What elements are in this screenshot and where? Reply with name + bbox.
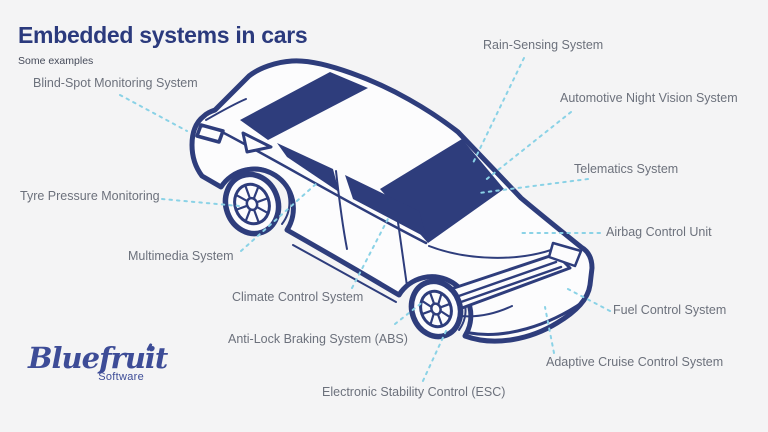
side-window-front — [345, 175, 427, 238]
leader-blind-spot — [119, 94, 188, 132]
label-rain-sensing: Rain-Sensing System — [483, 38, 604, 52]
bluefruit-logo: Bluefruit Software — [28, 342, 168, 383]
label-climate-control: Climate Control System — [232, 290, 364, 304]
door-seam-rear — [335, 170, 348, 250]
side-window-rear — [277, 143, 339, 192]
front-wheel-spokes — [421, 291, 451, 327]
label-tyre-pressure: Tyre Pressure Monitoring — [20, 189, 160, 203]
label-airbag-control: Airbag Control Unit — [606, 225, 712, 239]
page-title: Embedded systems in cars — [18, 22, 308, 48]
logo-brand-text: Bluefruit — [28, 342, 168, 373]
front-wheel — [408, 278, 464, 340]
rear-window — [240, 72, 368, 140]
leader-climate — [351, 214, 391, 289]
leader-fuel — [565, 287, 611, 312]
label-multimedia: Multimedia System — [128, 249, 234, 263]
sill-line — [292, 244, 397, 303]
rear-wheel — [222, 171, 282, 237]
label-electronic-stability: Electronic Stability Control (ESC) — [322, 385, 506, 399]
leader-rain-sensing — [471, 57, 525, 166]
trunk-crease — [205, 98, 247, 121]
leader-esc — [421, 330, 447, 384]
hood-crease — [428, 245, 552, 259]
logo-brand-word: Bluefruit — [28, 341, 168, 375]
leader-multimedia — [240, 182, 318, 252]
beltline — [220, 130, 428, 245]
headlight — [547, 241, 583, 268]
label-anti-lock-braking: Anti-Lock Braking System (ABS) — [228, 332, 408, 346]
leader-tyre-pressure — [161, 198, 240, 207]
rear-wheel-spokes — [235, 185, 269, 223]
label-blind-spot-monitoring: Blind-Spot Monitoring System — [33, 76, 198, 90]
grille-slat — [459, 265, 563, 304]
leader-adaptive-cruise — [544, 306, 555, 354]
leader-telematics — [478, 178, 589, 194]
page-subtitle: Some examples — [18, 55, 94, 67]
header: Embedded systems in cars Some examples — [18, 22, 308, 67]
grille-slat — [454, 260, 558, 299]
bumper-lip — [468, 300, 585, 336]
quarter-window — [241, 131, 273, 154]
label-adaptive-cruise: Adaptive Cruise Control System — [546, 355, 724, 369]
label-night-vision: Automotive Night Vision System — [560, 91, 738, 105]
leader-abs — [394, 300, 425, 325]
label-fuel-control: Fuel Control System — [613, 303, 727, 317]
label-telematics: Telematics System — [574, 162, 679, 176]
rear-wheel-arch — [226, 166, 291, 225]
logo-sub-text: Software — [98, 371, 144, 383]
tail-light — [195, 123, 225, 144]
